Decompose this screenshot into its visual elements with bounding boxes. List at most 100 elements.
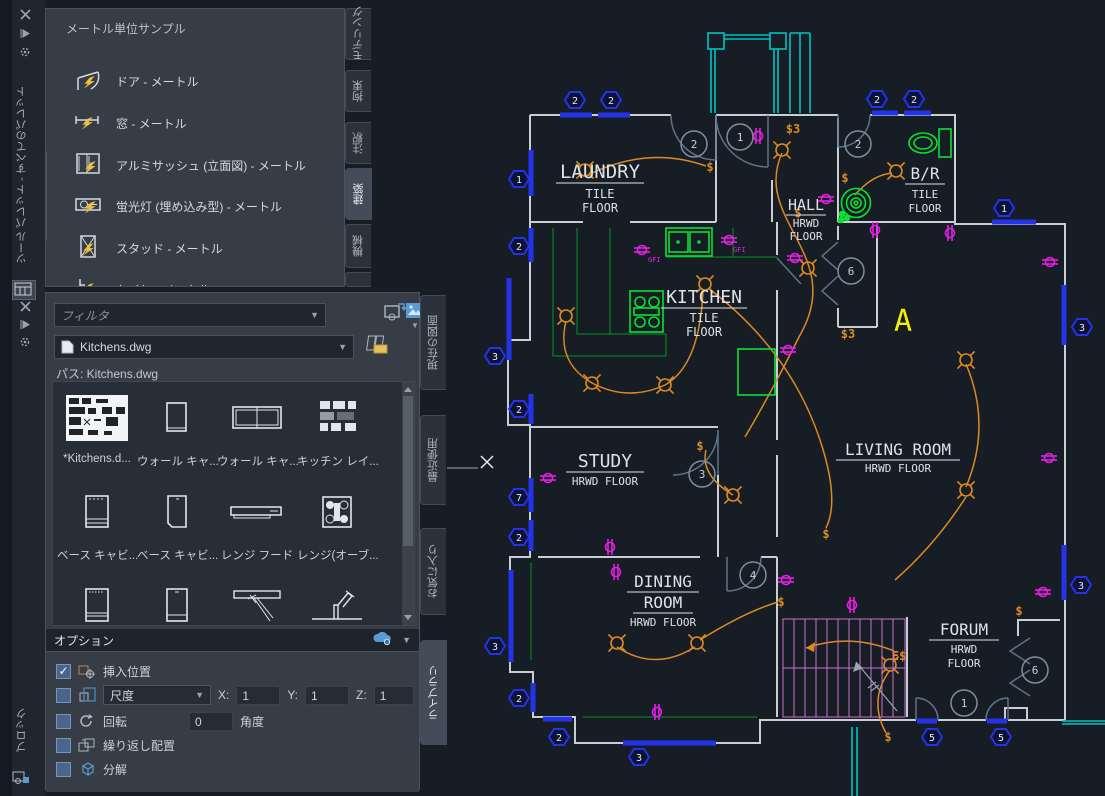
svg-text:KITCHEN: KITCHEN (666, 287, 742, 308)
filter-placeholder: フィルタ (61, 308, 109, 323)
block-insert-icon[interactable] (12, 768, 30, 784)
block-item[interactable]: ベース キャビ... (137, 486, 218, 563)
tab-constraints[interactable]: 拘束 (345, 70, 371, 112)
svg-text:HRWD FLOOR: HRWD FLOOR (630, 616, 697, 629)
tab-mechanical[interactable]: 機械 (345, 224, 371, 268)
toolpalette-close-icon[interactable] (16, 8, 34, 24)
repeat-checkbox[interactable] (56, 737, 71, 753)
scroll-up-icon[interactable] (404, 387, 412, 392)
tab-modeling[interactable]: モデリング (345, 7, 371, 62)
tab-annotation[interactable]: 注釈 (345, 122, 371, 164)
scale-checkbox[interactable] (56, 687, 71, 703)
tool-label: トイレ - メートル (116, 281, 211, 287)
blocks-palette-content: フィルタ ▼ ▼ Kitchens.dwg ▼ パス: Kitchens.dwg… (45, 292, 423, 792)
chevron-down-icon[interactable]: ▼ (310, 310, 319, 320)
redefine-block-icon[interactable] (384, 301, 407, 326)
insertion-point-checkbox[interactable]: ✓ (56, 663, 71, 679)
tab-architecture[interactable]: 建築 (345, 168, 372, 220)
palette-grid-icon[interactable] (12, 280, 36, 300)
library-browse-icon[interactable] (366, 333, 390, 360)
toolpalette-properties-gear-icon[interactable] (16, 46, 34, 62)
tool-fluorescent-metric[interactable]: 蛍光灯 (埋め込み型) - メートル (74, 189, 282, 223)
scroll-down-icon[interactable] (404, 615, 412, 620)
drawing-name: Kitchens.dwg (80, 340, 152, 354)
svg-text:3: 3 (492, 352, 498, 363)
room-label-living: LIVING ROOM HRWD FLOOR (836, 440, 960, 475)
svg-text:$: $ (822, 527, 829, 541)
scale-mode-select[interactable]: 尺度 ▼ (103, 685, 211, 705)
svg-text:GFI: GFI (733, 246, 746, 254)
block-label: ウォール キャ... (217, 456, 299, 468)
blocks-autohide-icon[interactable] (16, 318, 34, 334)
svg-text:$3: $3 (841, 327, 855, 341)
svg-text:HRWD: HRWD (793, 217, 820, 230)
svg-text:$: $ (841, 171, 848, 185)
block-item[interactable]: キッチン レイ... (297, 392, 379, 469)
tab-favorites[interactable]: お気に入り (420, 528, 446, 615)
dock-edge (0, 0, 12, 796)
tool-label: アルミサッシュ (立面図) - メートル (116, 158, 306, 173)
tool-palette-scrollbar[interactable] (46, 151, 47, 241)
block-item[interactable]: ウォール キャ... (217, 392, 299, 469)
thumbnail-view-icon[interactable] (406, 303, 423, 323)
options-collapse-chevron-icon[interactable]: ▼ (402, 635, 411, 645)
block-item[interactable] (137, 580, 217, 625)
tool-sash-metric[interactable]: アルミサッシュ (立面図) - メートル (74, 148, 306, 182)
tool-toilet-metric[interactable]: トイレ - メートル (74, 272, 211, 287)
insertion-point-icon (78, 663, 96, 679)
svg-text:HRWD FLOOR: HRWD FLOOR (865, 462, 932, 475)
block-item[interactable] (217, 580, 297, 625)
angle-field[interactable]: 0 (189, 711, 234, 731)
block-label: レンジ(オーブ... (297, 550, 379, 562)
explode-checkbox[interactable] (56, 761, 71, 777)
annotation-a: A (894, 304, 912, 339)
tab-stub[interactable] (345, 272, 371, 287)
svg-text:2: 2 (911, 95, 917, 106)
cloud-sync-icon[interactable] (372, 631, 394, 650)
rotation-checkbox[interactable] (56, 713, 71, 729)
door-tags (680, 123, 1049, 717)
block-item[interactable]: *Kitchens.d... (57, 392, 137, 465)
svg-text:6: 6 (848, 265, 855, 278)
tab-current-drawing[interactable]: 現在の図面 (420, 295, 446, 390)
block-item[interactable]: レンジ フード (217, 486, 297, 563)
range-hood-thumbnail (217, 486, 297, 538)
block-item[interactable] (57, 580, 137, 625)
blocks-properties-gear-icon[interactable] (16, 336, 34, 352)
tab-recent[interactable]: 最近使用 (420, 415, 446, 505)
chevron-down-icon[interactable]: ▼ (338, 342, 347, 352)
svg-text:FLOOR: FLOOR (908, 202, 941, 215)
svg-text:STUDY: STUDY (578, 451, 632, 472)
grid-scrollbar[interactable] (402, 382, 414, 625)
tool-palette-group-title: メートル単位サンプル (66, 22, 186, 36)
block-label: ベース キャビ... (57, 550, 139, 562)
x-scale-field[interactable]: 1 (236, 685, 281, 705)
blocks-close-icon[interactable] (16, 300, 34, 316)
block-item[interactable]: レンジ(オーブ... (297, 486, 379, 563)
cabinet-thumbnail (137, 580, 217, 625)
svg-text:FORUM: FORUM (940, 620, 988, 639)
svg-text:2: 2 (572, 96, 578, 107)
view-options-chevron-icon[interactable]: ▼ (411, 321, 419, 330)
block-item[interactable]: ベース キャビ... (57, 486, 139, 563)
z-scale-field[interactable]: 1 (373, 685, 414, 705)
tab-library[interactable]: ライブラリ (420, 640, 447, 745)
scroll-thumb[interactable] (403, 396, 413, 546)
svg-text:2: 2 (874, 95, 880, 106)
toolpalette-autohide-icon[interactable] (16, 27, 34, 43)
switch-symbols: $ $ $ $ $ $ $ $ $3 $3 E$ (696, 122, 1022, 744)
block-item[interactable] (297, 580, 377, 625)
block-item[interactable]: ウォール キャ... (137, 392, 219, 469)
drawing-select[interactable]: Kitchens.dwg ▼ (54, 335, 354, 359)
tool-stud-metric[interactable]: スタッド - メートル (74, 231, 223, 265)
sash-tool-icon (74, 152, 104, 178)
filter-input[interactable]: フィルタ ▼ (54, 303, 326, 327)
room-label-forum: FORUM HRWD FLOOR (929, 620, 999, 670)
tool-window-metric[interactable]: 窓 - メートル (74, 106, 187, 140)
y-scale-field[interactable]: 1 (305, 685, 350, 705)
svg-text:3: 3 (1079, 323, 1085, 334)
tool-door-metric[interactable]: ドア - メートル (74, 64, 199, 98)
porch-steps (707, 32, 1105, 796)
options-header[interactable]: オプション ▼ (46, 629, 419, 651)
